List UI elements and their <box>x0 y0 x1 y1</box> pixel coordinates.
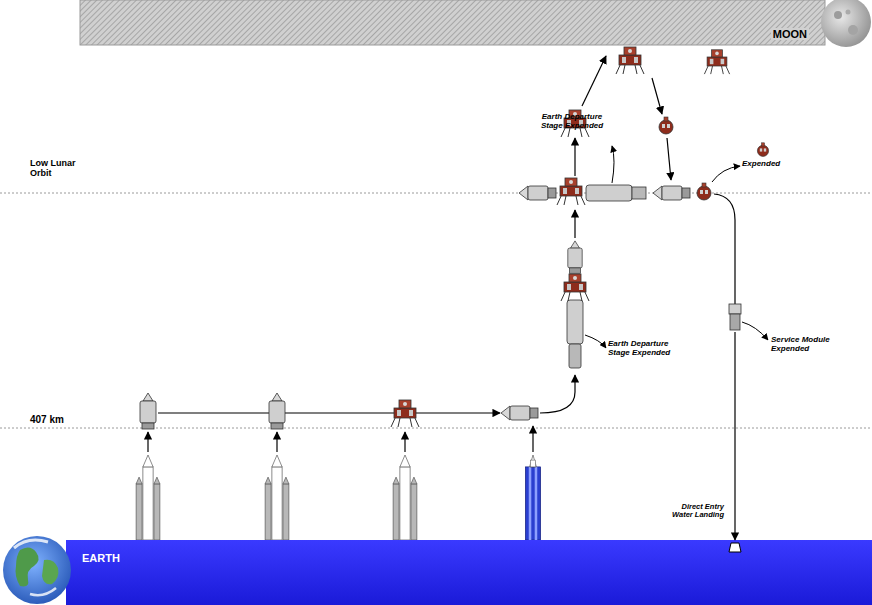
orbit-label: 407 km <box>30 414 90 425</box>
earth-band: EARTH <box>66 540 872 605</box>
band-label: EARTH <box>82 552 120 564</box>
event-note: Expended <box>742 160 792 169</box>
event-note: Earth Departure Stage Expended <box>608 340 682 358</box>
moon-band: MOON <box>80 0 825 45</box>
event-note: Service Module Expended <box>771 336 843 354</box>
band-label: MOON <box>771 28 809 40</box>
orbit-label: Low Lunar Orbit <box>30 159 92 179</box>
event-note: Direct Entry Water Landing <box>660 503 724 520</box>
event-note: Earth Departure Stage Expended <box>536 113 608 131</box>
